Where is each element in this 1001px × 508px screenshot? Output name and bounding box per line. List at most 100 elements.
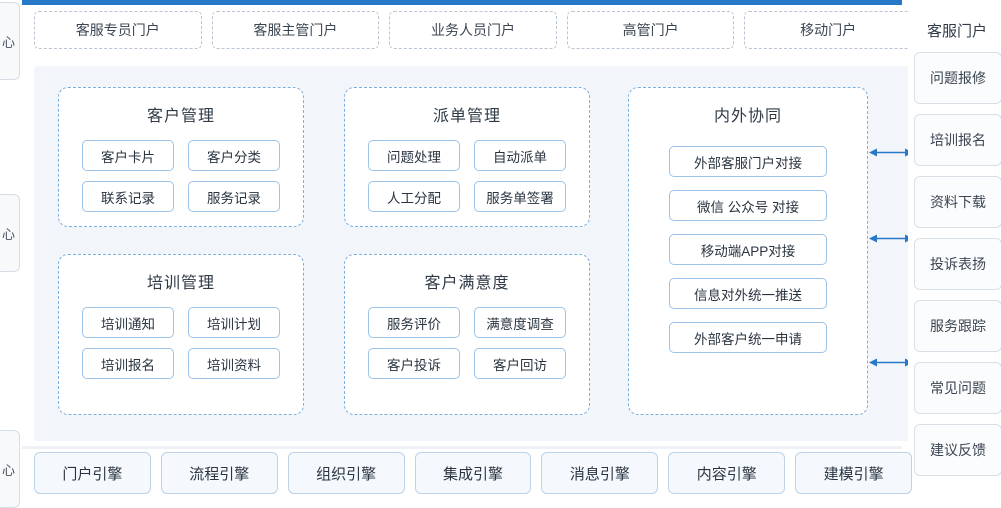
engine-integration[interactable]: 集成引擎 bbox=[414, 452, 532, 494]
chip-label: 联系记录 bbox=[101, 190, 155, 206]
rail-item-service-tracking[interactable]: 服务跟踪 bbox=[914, 300, 1001, 352]
chip-unified-customer-request[interactable]: 外部客户统一申请 bbox=[669, 322, 827, 353]
chip-label: 培训报名 bbox=[101, 357, 155, 373]
chip-label: 问题处理 bbox=[387, 149, 441, 165]
rail-item-label: 问题报修 bbox=[930, 70, 986, 86]
connector-arrow-bottom bbox=[869, 358, 913, 367]
portal-tab-agent[interactable]: 客服专员门户 bbox=[34, 11, 202, 49]
connector-arrow-middle bbox=[869, 234, 913, 243]
chip-label: 培训通知 bbox=[101, 316, 155, 332]
chip-training-plan[interactable]: 培训计划 bbox=[188, 307, 280, 338]
left-stub-column: 心 心 心 bbox=[0, 0, 22, 508]
engine-label: 门户引擎 bbox=[62, 465, 123, 483]
rail-item-issue-report[interactable]: 问题报修 bbox=[914, 52, 1001, 104]
chip-manual-assign[interactable]: 人工分配 bbox=[368, 181, 460, 212]
portal-tab-mobile[interactable]: 移动门户 bbox=[744, 11, 912, 49]
chip-service-record[interactable]: 服务记录 bbox=[188, 181, 280, 212]
chip-label: 信息对外统一推送 bbox=[694, 287, 802, 303]
chip-label: 人工分配 bbox=[387, 190, 441, 206]
chip-training-materials[interactable]: 培训资料 bbox=[188, 348, 280, 379]
group-training-management: 培训管理 培训通知 培训计划 培训报名 培训资料 bbox=[58, 254, 304, 415]
chip-issue-handling[interactable]: 问题处理 bbox=[368, 140, 460, 171]
group-title: 培训管理 bbox=[146, 275, 215, 292]
rail-item-download[interactable]: 资料下载 bbox=[914, 176, 1001, 228]
rail-item-faq[interactable]: 常见问题 bbox=[914, 362, 1001, 414]
engine-process[interactable]: 流程引擎 bbox=[160, 452, 278, 494]
chip-label: 外部客户统一申请 bbox=[694, 331, 802, 347]
portal-tab-business[interactable]: 业务人员门户 bbox=[389, 11, 557, 49]
chip-label: 自动派单 bbox=[493, 149, 547, 165]
portal-tab-label: 高管门户 bbox=[622, 22, 679, 38]
chip-label: 移动端APP对接 bbox=[700, 243, 796, 259]
left-stub-2[interactable]: 心 bbox=[0, 194, 20, 272]
group-dispatch-management: 派单管理 问题处理 自动派单 人工分配 服务单签署 bbox=[344, 87, 590, 227]
group-internal-external-collaboration: 内外协同 外部客服门户对接 微信 公众号 对接 移动端APP对接 信息对外统一推… bbox=[628, 87, 868, 415]
chip-training-notice[interactable]: 培训通知 bbox=[82, 307, 174, 338]
chip-wechat-official-account[interactable]: 微信 公众号 对接 bbox=[669, 190, 827, 221]
portal-tab-label: 移动门户 bbox=[800, 22, 857, 38]
portal-tabs-row: 客服专员门户 客服主管门户 业务人员门户 高管门户 移动门户 bbox=[34, 11, 912, 49]
chip-label: 服务记录 bbox=[207, 190, 261, 206]
chip-customer-category[interactable]: 客户分类 bbox=[188, 140, 280, 171]
chip-label: 微信 公众号 对接 bbox=[696, 199, 799, 215]
engine-label: 组织引擎 bbox=[316, 465, 377, 483]
rail-title: 客服门户 bbox=[926, 22, 987, 40]
left-stub-1[interactable]: 心 bbox=[0, 2, 20, 80]
rail-item-label: 建议反馈 bbox=[930, 442, 986, 458]
engine-portal[interactable]: 门户引擎 bbox=[34, 452, 151, 494]
chip-auto-dispatch[interactable]: 自动派单 bbox=[474, 140, 566, 171]
chip-label: 服务评价 bbox=[387, 316, 441, 332]
rail-item-training-signup[interactable]: 培训报名 bbox=[914, 114, 1001, 166]
engine-organization[interactable]: 组织引擎 bbox=[287, 452, 405, 494]
engine-modeling[interactable]: 建模引擎 bbox=[795, 452, 913, 494]
top-accent-bar bbox=[22, 0, 902, 5]
engine-label: 建模引擎 bbox=[823, 465, 884, 483]
left-stub-label: 心 bbox=[1, 462, 15, 478]
left-stub-3[interactable]: 心 bbox=[0, 430, 20, 508]
chip-label: 客户回访 bbox=[493, 357, 547, 373]
chip-service-evaluation[interactable]: 服务评价 bbox=[368, 307, 460, 338]
portal-tab-executive[interactable]: 高管门户 bbox=[566, 11, 735, 49]
group-title: 客户管理 bbox=[146, 108, 215, 125]
left-stub-label: 心 bbox=[1, 34, 15, 50]
group-customer-management: 客户管理 客户卡片 客户分类 联系记录 服务记录 bbox=[58, 87, 304, 227]
chip-service-order-sign[interactable]: 服务单签署 bbox=[474, 181, 566, 212]
engine-content[interactable]: 内容引擎 bbox=[668, 452, 786, 494]
chip-customer-card[interactable]: 客户卡片 bbox=[82, 140, 174, 171]
chip-label: 客户投诉 bbox=[387, 357, 441, 373]
group-chip-list: 客户卡片 客户分类 联系记录 服务记录 bbox=[59, 140, 303, 212]
chip-label: 培训资料 bbox=[207, 357, 261, 373]
rail-item-suggestion[interactable]: 建议反馈 bbox=[914, 424, 1001, 476]
chip-unified-push[interactable]: 信息对外统一推送 bbox=[669, 278, 827, 309]
engine-label: 消息引擎 bbox=[569, 465, 630, 483]
bottom-divider bbox=[22, 446, 902, 449]
chip-label: 服务单签署 bbox=[486, 190, 554, 206]
connector-arrow-top bbox=[869, 148, 913, 157]
chip-contact-record[interactable]: 联系记录 bbox=[82, 181, 174, 212]
portal-tab-label: 客服主管门户 bbox=[253, 22, 338, 38]
chip-customer-complaint[interactable]: 客户投诉 bbox=[368, 348, 460, 379]
portal-tab-supervisor[interactable]: 客服主管门户 bbox=[211, 11, 380, 49]
engine-label: 流程引擎 bbox=[189, 465, 250, 483]
portal-tab-label: 业务人员门户 bbox=[430, 22, 515, 38]
chip-training-enrollment[interactable]: 培训报名 bbox=[82, 348, 174, 379]
chip-mobile-app-integration[interactable]: 移动端APP对接 bbox=[669, 234, 827, 265]
rail-item-label: 服务跟踪 bbox=[930, 318, 986, 334]
chip-customer-followup[interactable]: 客户回访 bbox=[474, 348, 566, 379]
group-chip-list: 外部客服门户对接 微信 公众号 对接 移动端APP对接 信息对外统一推送 外部客… bbox=[629, 146, 867, 353]
chip-label: 客户卡片 bbox=[101, 149, 155, 165]
group-title: 内外协同 bbox=[713, 108, 782, 125]
chip-label: 客户分类 bbox=[207, 149, 261, 165]
portal-tab-label: 客服专员门户 bbox=[75, 22, 160, 38]
engine-message[interactable]: 消息引擎 bbox=[541, 452, 659, 494]
service-portal-rail: 客服门户 问题报修 培训报名 资料下载 投诉表扬 服务跟踪 常见问题 建议反馈 bbox=[908, 0, 1001, 494]
capability-panel: 客户管理 客户卡片 客户分类 联系记录 服务记录 派单管理 问题处理 自动派单 … bbox=[34, 66, 912, 441]
chip-external-service-portal[interactable]: 外部客服门户对接 bbox=[669, 146, 827, 177]
engine-label: 集成引擎 bbox=[443, 465, 504, 483]
rail-item-complaint[interactable]: 投诉表扬 bbox=[914, 238, 1001, 290]
rail-item-label: 培训报名 bbox=[930, 132, 986, 148]
chip-satisfaction-survey[interactable]: 满意度调查 bbox=[474, 307, 566, 338]
group-chip-list: 问题处理 自动派单 人工分配 服务单签署 bbox=[345, 140, 589, 212]
rail-item-label: 常见问题 bbox=[930, 380, 986, 396]
group-customer-satisfaction: 客户满意度 服务评价 满意度调查 客户投诉 客户回访 bbox=[344, 254, 590, 415]
